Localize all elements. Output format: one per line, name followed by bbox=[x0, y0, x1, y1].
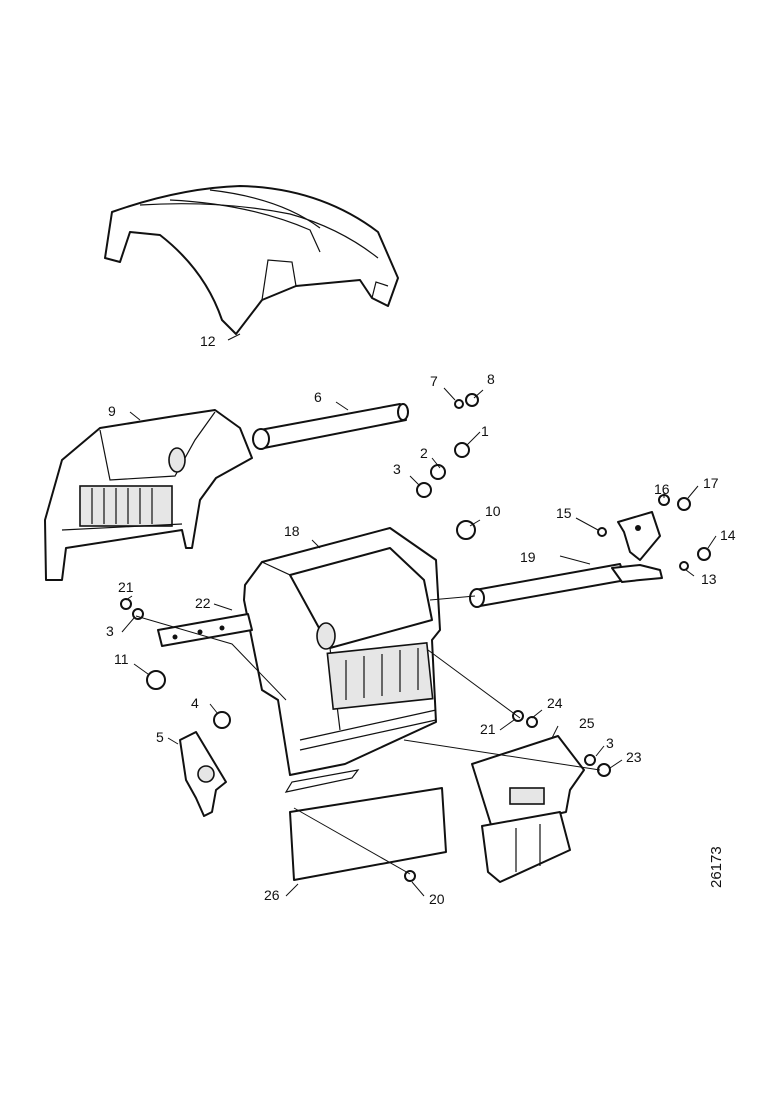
callout-23: 23 bbox=[626, 749, 642, 765]
callout-18: 18 bbox=[284, 523, 300, 539]
callout-12: 12 bbox=[200, 333, 216, 349]
callout-4: 4 bbox=[191, 695, 199, 711]
callout-10: 10 bbox=[485, 503, 501, 519]
part-25-lower-bracket bbox=[471, 735, 585, 883]
callout-2: 2 bbox=[420, 445, 428, 461]
callout-22: 22 bbox=[195, 595, 211, 611]
drawing-reference-number: 26173 bbox=[708, 846, 725, 888]
part-6-tube bbox=[252, 403, 409, 450]
callout-3c: 3 bbox=[606, 735, 614, 751]
callout-21b: 21 bbox=[480, 721, 496, 737]
part-9-left-panel bbox=[44, 409, 253, 581]
callout-20: 20 bbox=[429, 891, 445, 907]
callout-19: 19 bbox=[520, 549, 536, 565]
callout-labels: 1 2 3 4 5 6 7 8 9 10 11 12 13 14 15 16 1… bbox=[106, 333, 736, 907]
callout-14: 14 bbox=[720, 527, 736, 543]
callout-11: 11 bbox=[114, 651, 129, 667]
callout-3b: 3 bbox=[106, 623, 114, 639]
callout-3: 3 bbox=[393, 461, 401, 477]
callout-5: 5 bbox=[156, 729, 164, 745]
part-26-plate bbox=[284, 769, 447, 881]
part-22-strip bbox=[157, 613, 253, 647]
callout-7: 7 bbox=[430, 373, 438, 389]
callout-17: 17 bbox=[703, 475, 719, 491]
callout-21a: 21 bbox=[118, 579, 134, 595]
callout-9: 9 bbox=[108, 403, 116, 419]
part-16-bracket bbox=[617, 511, 661, 561]
callout-1: 1 bbox=[481, 423, 489, 439]
leader-lines bbox=[121, 333, 717, 897]
callout-25: 25 bbox=[579, 715, 595, 731]
callout-24: 24 bbox=[547, 695, 563, 711]
callout-6: 6 bbox=[314, 389, 322, 405]
part-12-top-cover bbox=[104, 185, 399, 335]
callout-16: 16 bbox=[654, 481, 670, 497]
callout-8: 8 bbox=[487, 371, 495, 387]
callout-13: 13 bbox=[701, 571, 717, 587]
callout-26: 26 bbox=[264, 887, 280, 903]
callout-15: 15 bbox=[556, 505, 572, 521]
part-5-lock bbox=[179, 731, 227, 817]
part-19-rod bbox=[469, 563, 663, 608]
part-18-main-frame bbox=[243, 527, 441, 776]
